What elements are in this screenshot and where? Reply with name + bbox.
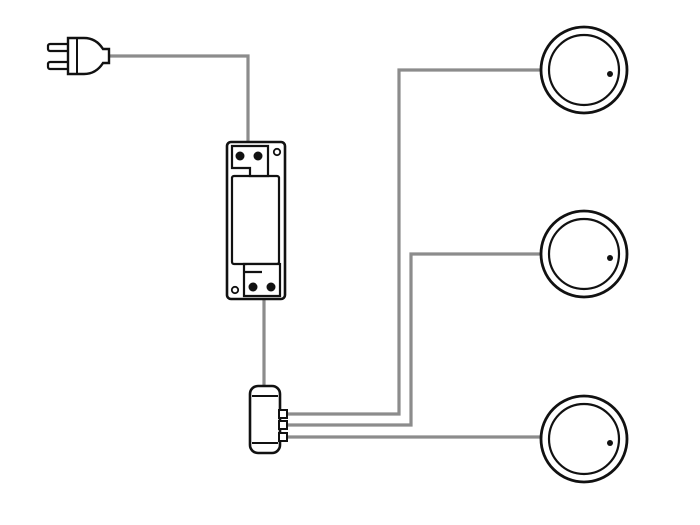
- driver-bottom-mount-hole: [230, 285, 240, 295]
- driver-icon: [225, 140, 287, 301]
- driver-bottom-screw-2: [266, 282, 276, 292]
- wire-splitter-to-light-2: [286, 252, 541, 427]
- wires: [109, 54, 541, 439]
- driver-bottom-screw-1: [248, 282, 258, 292]
- splitter-port-1: [278, 409, 288, 419]
- light-2-lens: [547, 217, 621, 291]
- wire-plug-to-driver: [109, 54, 250, 142]
- driver-top-screw-2: [253, 151, 263, 161]
- splitter-port-3: [278, 432, 288, 442]
- light-3-indicator: [607, 440, 613, 446]
- plug-body: [66, 36, 111, 76]
- driver-body: [225, 140, 287, 301]
- driver-top-mount-hole: [272, 147, 282, 157]
- light-1-indicator: [607, 71, 613, 77]
- light-3: [539, 394, 629, 484]
- driver-top-screw-1: [235, 151, 245, 161]
- light-1: [539, 25, 629, 115]
- plug-icon: [46, 36, 111, 76]
- light-2: [539, 209, 629, 299]
- splitter-icon: [248, 384, 288, 455]
- light-1-lens: [547, 33, 621, 107]
- splitter-body: [248, 384, 282, 455]
- light-3-lens: [547, 402, 621, 476]
- wire-splitter-to-light-1: [286, 68, 541, 416]
- splitter-port-2: [278, 420, 288, 430]
- light-2-indicator: [607, 255, 613, 261]
